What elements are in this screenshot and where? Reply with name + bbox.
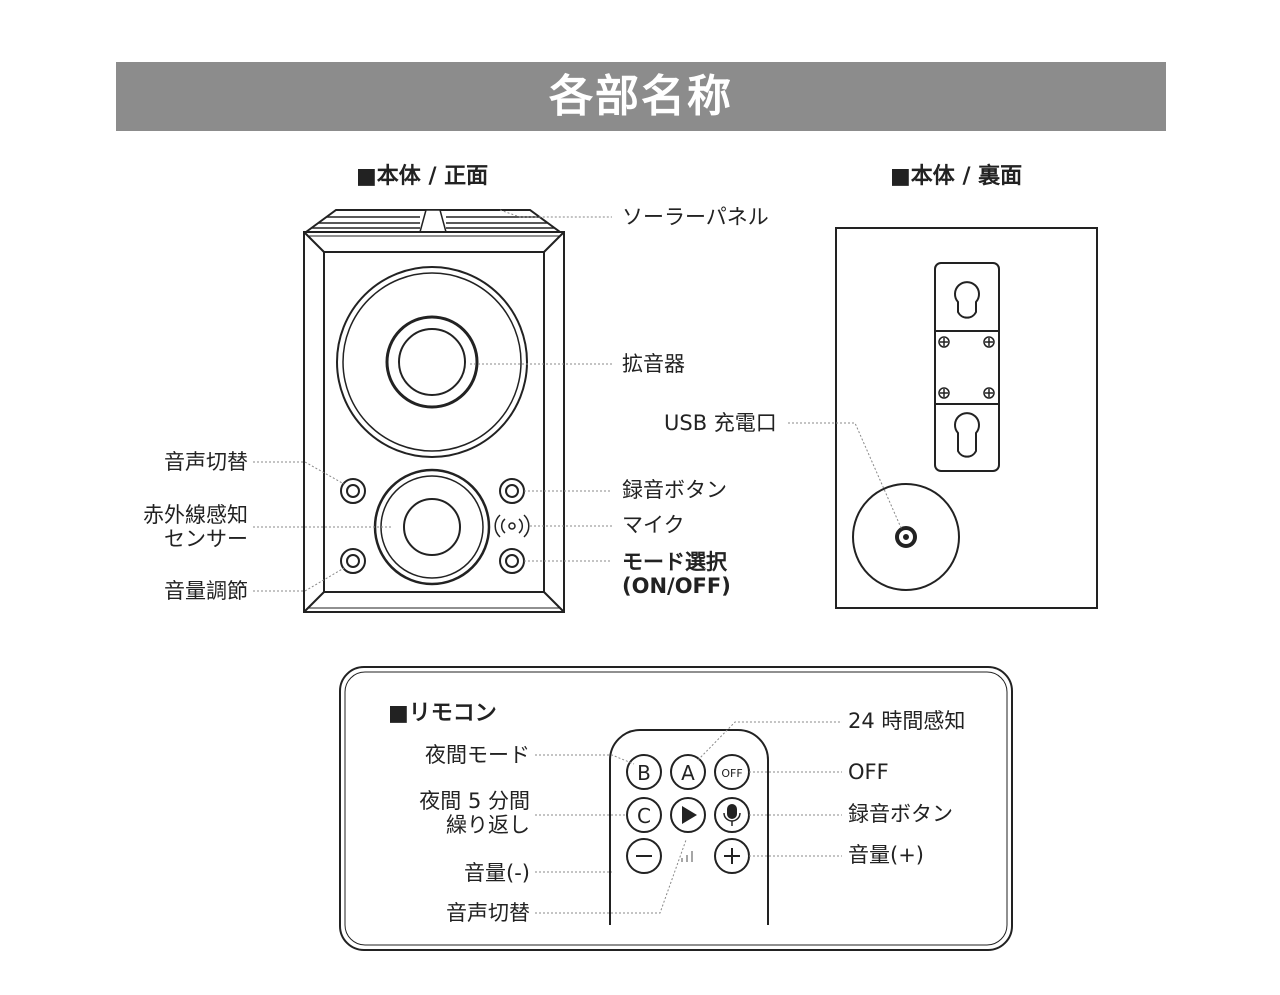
- label-solar-panel: ソーラーパネル: [622, 205, 769, 229]
- front-heading: ■本体 / 正面: [356, 164, 489, 189]
- label-remote-record: 録音ボタン: [848, 802, 953, 826]
- label-speaker: 拡音器: [622, 352, 685, 376]
- key-b-label: B: [637, 761, 651, 785]
- label-volume-down: 音量(-): [464, 861, 530, 885]
- label-record-button: 録音ボタン: [622, 478, 727, 502]
- key-a: [670, 754, 706, 790]
- usb-port: [895, 526, 917, 548]
- label-ir-sensor: 赤外線感知 センサー: [143, 503, 248, 551]
- label-sound-switch: 音声切替: [164, 450, 248, 474]
- signal-bars-icon: [681, 851, 693, 862]
- key-c: [626, 797, 662, 833]
- label-night-mode: 夜間モード: [425, 743, 530, 767]
- key-volume-up: [714, 838, 750, 874]
- key-b: [626, 754, 662, 790]
- key-off-label: OFF: [721, 767, 742, 780]
- remote-heading: ■リモコン: [388, 701, 497, 726]
- label-volume: 音量調節: [164, 579, 248, 603]
- back-unit: [835, 227, 1098, 609]
- key-record: [714, 797, 750, 833]
- keyhole-top: [954, 281, 980, 319]
- label-mic: マイク: [622, 513, 685, 537]
- key-c-label: C: [637, 804, 651, 828]
- remote-control: [609, 729, 769, 925]
- label-mode-select: モード選択 (ON/OFF): [622, 550, 731, 598]
- button-volume: [340, 548, 366, 574]
- page-title: 各部名称: [116, 62, 1166, 131]
- key-a-label: A: [681, 761, 695, 785]
- remote-panel-frame: [339, 666, 1013, 951]
- key-volume-down: [626, 838, 662, 874]
- remote-key-letters: B A OFF C: [637, 761, 743, 828]
- remote-leaders: [535, 721, 842, 914]
- label-off: OFF: [848, 760, 889, 784]
- wall-mount-bracket: [934, 262, 1000, 472]
- label-sensing-24h: 24 時間感知: [848, 709, 966, 733]
- keyhole-bottom: [954, 412, 980, 458]
- button-sound-switch: [340, 478, 366, 504]
- front-unit: [302, 209, 565, 613]
- key-play: [670, 797, 706, 833]
- speaker-cone: [385, 315, 479, 409]
- label-volume-up: 音量(+): [848, 843, 924, 867]
- label-night-repeat: 夜間 5 分間 繰り返し: [419, 789, 530, 837]
- front-leaders: [253, 209, 612, 592]
- mic-icon: [494, 514, 530, 538]
- label-usb: USB 充電口: [664, 411, 777, 435]
- back-heading: ■本体 / 裏面: [890, 164, 1023, 189]
- back-leaders: [788, 422, 903, 531]
- label-remote-sound-switch: 音声切替: [446, 901, 530, 925]
- speaker-outer: [336, 266, 528, 458]
